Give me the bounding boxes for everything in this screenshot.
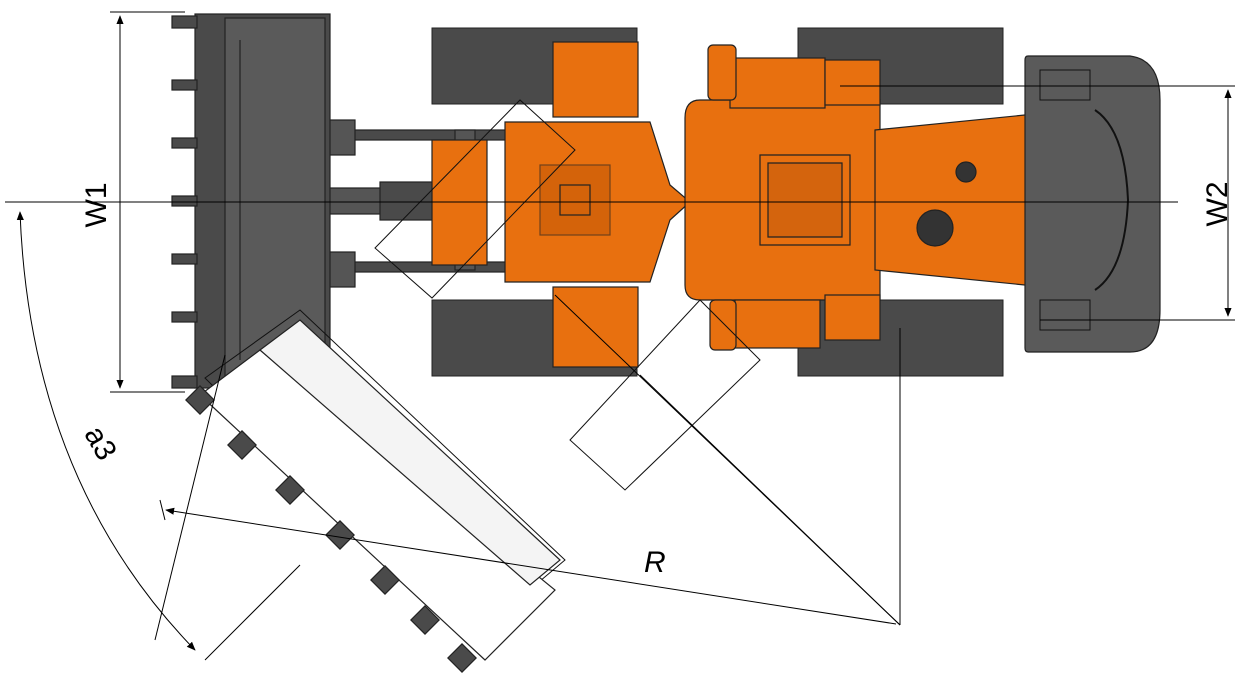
dimension-lines xyxy=(5,11,1235,661)
counterweight xyxy=(1024,55,1161,353)
w2-label: W2 xyxy=(1201,182,1234,227)
radius-line-b xyxy=(639,374,901,626)
r-label: R xyxy=(644,546,666,579)
r-dimension xyxy=(165,507,897,625)
front-fender-bottom xyxy=(552,286,639,368)
w1-label: W1 xyxy=(80,183,113,228)
a3-extension-lower xyxy=(204,564,301,661)
a3-label: a3 xyxy=(78,421,123,466)
front-fender-top xyxy=(552,41,639,118)
a3-arc xyxy=(16,211,196,651)
